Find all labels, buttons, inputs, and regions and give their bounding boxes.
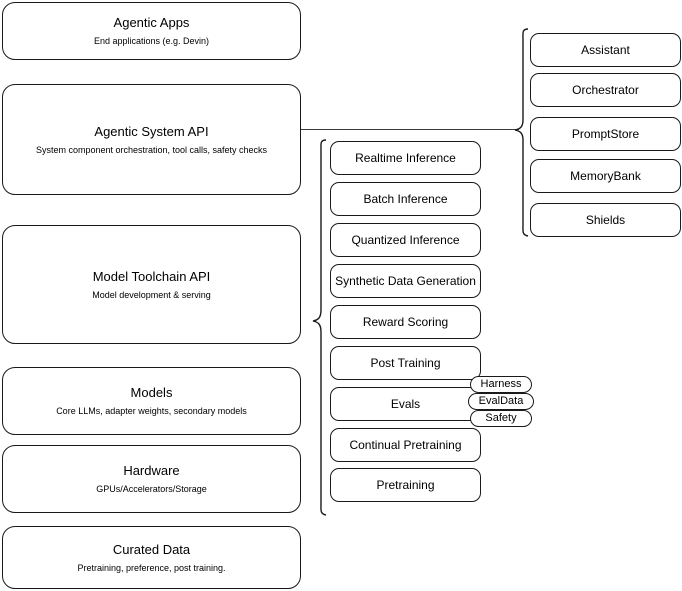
layer-box-models[interactable]: Models Core LLMs, adapter weights, secon… [2,367,301,435]
layer-box-hardware[interactable]: Hardware GPUs/Accelerators/Storage [2,445,301,513]
evals-subcomponent-safety[interactable]: Safety [470,410,532,427]
component-label: Assistant [581,43,630,57]
layer-box-agentic-apps[interactable]: Agentic Apps End applications (e.g. Devi… [2,2,301,60]
layer-title: Curated Data [112,541,191,557]
evals-subcomponent-harness[interactable]: Harness [470,376,532,393]
capability-label: Realtime Inference [355,151,456,165]
capability-label: Continual Pretraining [349,438,462,452]
layer-subtitle: System component orchestration, tool cal… [35,144,268,155]
layer-subtitle: GPUs/Accelerators/Storage [96,484,207,494]
component-label: Shields [585,213,626,227]
brace-toolchain-capabilities [312,139,327,516]
component-label: PromptStore [571,127,640,141]
capability-box-pretraining[interactable]: Pretraining [330,468,481,502]
layer-title: Hardware [123,463,180,478]
capability-label: Batch Inference [363,192,448,206]
layer-subtitle: End applications (e.g. Devin) [93,36,210,46]
capability-label: Evals [390,397,421,411]
layer-title: Model Toolchain API [92,268,211,284]
component-box-orchestrator[interactable]: Orchestrator [530,73,681,107]
layer-subtitle: Core LLMs, adapter weights, secondary mo… [56,406,247,416]
capability-label: Post Training [370,356,441,370]
capability-label: Synthetic Data Generation [335,274,476,288]
connector-agentic-system-api-to-components [301,129,519,130]
layer-box-curated-data[interactable]: Curated Data Pretraining, preference, po… [2,526,301,589]
layer-title: Agentic System API [94,123,209,139]
component-label: MemoryBank [570,169,641,183]
layer-subtitle: Pretraining, preference, post training. [77,562,226,573]
layer-box-agentic-system-api[interactable]: Agentic System API System component orch… [2,84,301,195]
layer-box-model-toolchain-api[interactable]: Model Toolchain API Model development & … [2,225,301,344]
component-box-memorybank[interactable]: MemoryBank [530,159,681,193]
capability-box-quantized-inference[interactable]: Quantized Inference [330,223,481,257]
component-label: Orchestrator [572,83,639,97]
capability-label: Pretraining [376,478,435,492]
brace-agentic-system-components [514,28,529,237]
capability-box-realtime-inference[interactable]: Realtime Inference [330,141,481,175]
capability-box-reward-scoring[interactable]: Reward Scoring [330,305,481,339]
capability-box-post-training[interactable]: Post Training [330,346,481,380]
component-box-shields[interactable]: Shields [530,203,681,237]
layer-subtitle: Model development & serving [92,289,211,300]
capability-box-evals[interactable]: Evals [330,387,481,421]
layer-title: Models [130,385,173,400]
component-box-promptstore[interactable]: PromptStore [530,117,681,151]
component-box-assistant[interactable]: Assistant [530,33,681,67]
capability-box-batch-inference[interactable]: Batch Inference [330,182,481,216]
capability-box-continual-pretraining[interactable]: Continual Pretraining [330,428,481,462]
capability-box-synthetic-data-generation[interactable]: Synthetic Data Generation [330,264,481,298]
capability-label: Reward Scoring [362,315,449,329]
layer-title: Agentic Apps [113,15,190,30]
capability-label: Quantized Inference [351,233,460,247]
evals-subcomponent-evaldata[interactable]: EvalData [468,393,534,410]
